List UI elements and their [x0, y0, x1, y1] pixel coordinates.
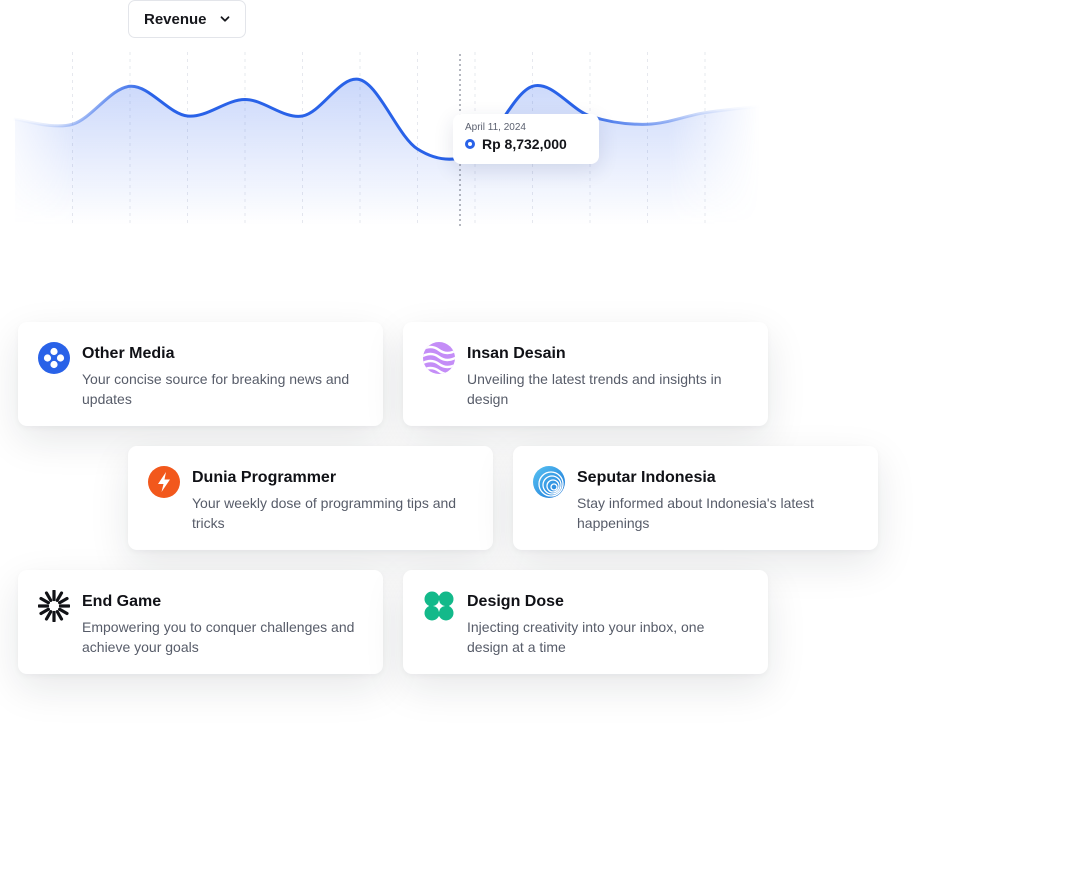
sunburst-ray — [44, 591, 53, 602]
metric-dropdown[interactable]: Revenue — [128, 0, 246, 38]
card-title: Insan Desain — [467, 345, 566, 362]
metric-dropdown-label: Revenue — [144, 10, 207, 28]
card-title: End Game — [82, 593, 162, 610]
lightning-icon — [148, 466, 180, 498]
card-description: Empowering you to conquer challenges and… — [82, 619, 355, 655]
chevron-down-icon — [220, 16, 230, 22]
chart-tooltip: April 11, 2024 Rp 8,732,000 — [453, 114, 599, 164]
design-dose-icon — [423, 590, 455, 622]
other-media-icon — [38, 342, 70, 374]
newsletter-card-other-media[interactable]: Other Media Your concise source for brea… — [18, 322, 383, 426]
card-description: Stay informed about Indonesia's latest h… — [577, 495, 814, 531]
tooltip-value: Rp 8,732,000 — [482, 136, 567, 152]
card-title: Dunia Programmer — [192, 469, 337, 486]
sunburst-ray — [55, 610, 64, 621]
card-description: Your weekly dose of programming tips and… — [192, 495, 457, 531]
sunburst-icon — [38, 590, 70, 622]
card-description: Unveiling the latest trends and insights… — [467, 371, 722, 407]
sunburst-ray — [39, 607, 50, 616]
card-description: Your concise source for breaking news an… — [82, 371, 350, 407]
card-description: Injecting creativity into your inbox, on… — [467, 619, 705, 655]
insan-desain-icon — [423, 342, 455, 374]
globe-icon — [533, 466, 565, 498]
revenue-chart — [13, 52, 760, 226]
sunburst-ray — [39, 596, 50, 605]
newsletter-card-end-game[interactable]: End Game Empowering you to conquer chall… — [18, 570, 383, 674]
sunburst-ray — [58, 596, 69, 605]
card-title: Other Media — [82, 345, 175, 362]
sunburst-ray — [44, 610, 53, 621]
sunburst-ray — [55, 591, 64, 602]
tooltip-date: April 11, 2024 — [465, 122, 526, 133]
chart-area-fill — [15, 79, 760, 225]
newsletter-card-seputar-indonesia[interactable]: Seputar Indonesia Stay informed about In… — [513, 446, 878, 550]
chart-series-line — [13, 77, 760, 161]
series-marker-icon — [465, 139, 475, 149]
sunburst-ray — [58, 607, 69, 616]
card-title: Design Dose — [467, 593, 564, 610]
newsletter-card-design-dose[interactable]: Design Dose Injecting creativity into yo… — [403, 570, 768, 674]
newsletter-card-dunia-programmer[interactable]: Dunia Programmer Your weekly dose of pro… — [128, 446, 493, 550]
card-title: Seputar Indonesia — [577, 469, 716, 486]
newsletter-card-insan-desain[interactable]: Insan Desain Unveiling the latest trends… — [403, 322, 768, 426]
